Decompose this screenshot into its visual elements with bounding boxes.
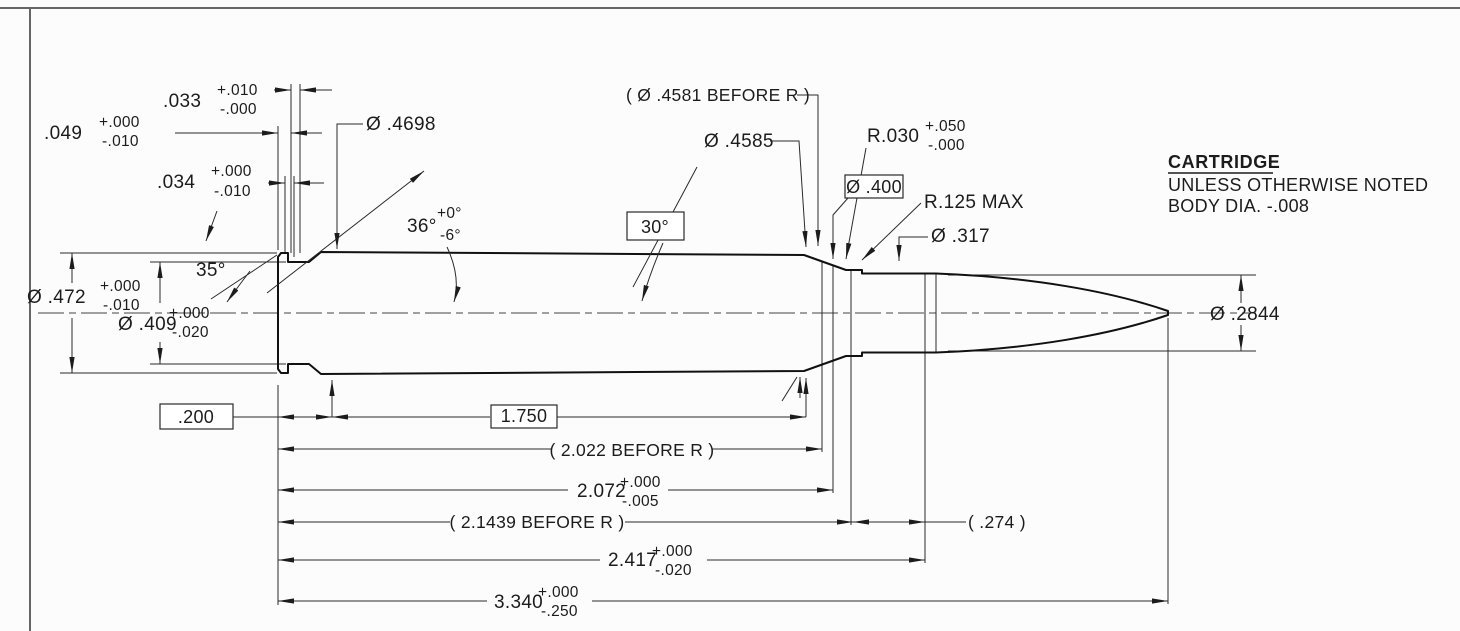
dim-body-dia: Ø .4698 — [334, 114, 436, 249]
dim-groove-width-tol-plus: +.000 — [211, 163, 252, 180]
dim-neck-radius-value: R.030 — [867, 126, 919, 147]
dim-length-before-r2-value: ( 2.1439 BEFORE R ) — [450, 512, 625, 532]
dim-rim-dia: Ø .472 +.000 -.010 — [27, 253, 141, 373]
dim-head-length: .200 — [159, 380, 335, 430]
sheet-border — [0, 7, 1460, 631]
dim-rim-thickness: .033 +.010 -.000 — [163, 82, 332, 118]
dim-rim-thickness-value: .033 — [163, 91, 201, 112]
cartridge-outline — [277, 251, 1169, 375]
dim-length-to-cylinder-value: 2.417 — [608, 550, 657, 571]
extension-lines — [60, 84, 1256, 605]
dim-head-to-groove-tol-minus: -.010 — [102, 133, 139, 150]
dim-mouth-radius-value: R.125 MAX — [924, 192, 1024, 213]
dim-extractor-angle-value: 35° — [196, 260, 226, 281]
dim-length-to-cylinder-tol-minus: -.020 — [655, 562, 692, 579]
dim-neck-length-ref-value: ( .274 ) — [968, 512, 1026, 532]
drawing-note-1: UNLESS OTHERWISE NOTED — [1168, 175, 1428, 195]
dim-body-length: 1.750 — [332, 377, 809, 429]
dim-overall-length-tol-plus: +.000 — [538, 584, 579, 601]
dim-bevel-angle: 36° +0° -6° — [407, 205, 462, 303]
dim-head-to-groove-tol-plus: +.000 — [99, 114, 140, 131]
dim-shoulder-dia: Ø .4585 — [704, 131, 808, 248]
dim-length-before-r: ( 2.022 BEFORE R ) — [278, 440, 822, 460]
dim-case-length: 2.072 +.000 -.005 — [278, 474, 833, 510]
dim-head-to-groove: .049 +.000 -.010 — [44, 114, 322, 150]
dim-bullet-dia: Ø .2844 — [1210, 275, 1280, 351]
dim-overall-length-tol-minus: -.250 — [541, 603, 578, 620]
dim-head-to-groove-value: .049 — [44, 123, 82, 144]
dim-rim-thickness-tol-plus: +.010 — [217, 82, 258, 99]
dim-bullet-dia-value: Ø .2844 — [1210, 304, 1280, 325]
dim-groove-dia-tol-plus: +.000 — [169, 305, 210, 322]
dim-groove-dia-tol-minus: -.020 — [172, 324, 209, 341]
dim-length-to-cylinder-tol-plus: +.000 — [652, 543, 693, 560]
dim-datum-dia-value: Ø .400 — [846, 177, 902, 197]
dim-rim-dia-value: Ø .472 — [27, 287, 86, 308]
dim-shoulder-dia-before-r: ( Ø .4581 BEFORE R ) — [626, 85, 821, 246]
drawing-note-2: BODY DIA. -.008 — [1168, 196, 1309, 216]
dim-groove-width-value: .034 — [157, 172, 195, 193]
dim-shoulder-angle-value: 30° — [641, 217, 669, 237]
dim-rim-thickness-tol-minus: -.000 — [220, 101, 257, 118]
dim-neck-radius-tol-plus: +.050 — [925, 118, 966, 135]
dim-rim-dia-tol-minus: -.010 — [103, 297, 140, 314]
dim-length-to-cylinder: 2.417 +.000 -.020 — [278, 543, 925, 579]
dim-groove-width-tol-minus: -.010 — [214, 183, 251, 200]
dim-neck-dia-value: Ø .317 — [931, 226, 990, 247]
dim-extractor-angle: 35° — [196, 260, 251, 303]
dim-rim-dia-tol-plus: +.000 — [100, 278, 141, 295]
dim-case-length-tol-plus: +.000 — [620, 474, 661, 491]
dim-groove-dia-value: Ø .409 — [118, 314, 177, 335]
dim-bevel-angle-tol-minus: -6° — [440, 227, 461, 244]
dim-shoulder-dia-value: Ø .4585 — [704, 131, 774, 152]
dim-overall-length: 3.340 +.000 -.250 — [278, 584, 1168, 620]
angle-construction-lines — [210, 166, 798, 402]
dim-neck-radius: R.030 +.050 -.000 — [845, 118, 966, 260]
dim-case-length-value: 2.072 — [577, 481, 626, 502]
dim-case-length-tol-minus: -.005 — [622, 493, 659, 510]
dim-overall-length-value: 3.340 — [494, 592, 543, 613]
title-block: CARTRIDGE UNLESS OTHERWISE NOTED BODY DI… — [1168, 152, 1428, 216]
dim-neck-radius-tol-minus: -.000 — [928, 137, 965, 154]
drawing-title: CARTRIDGE — [1168, 152, 1280, 172]
dim-head-length-value: .200 — [178, 407, 214, 427]
dim-shoulder-dia-before-r-value: ( Ø .4581 BEFORE R ) — [626, 85, 810, 105]
dim-neck-dia: Ø .317 — [896, 226, 990, 261]
dim-length-before-r2: ( 2.1439 BEFORE R ) — [278, 512, 853, 532]
dim-neck-length-ref: ( .274 ) — [853, 512, 1026, 532]
dim-body-length-value: 1.750 — [501, 406, 548, 426]
dim-groove-dia: Ø .409 +.000 -.020 — [118, 262, 210, 364]
dim-bevel-angle-tol-plus: +0° — [437, 205, 462, 222]
dim-bevel-angle-value: 36° — [407, 216, 437, 237]
dim-length-before-r-value: ( 2.022 BEFORE R ) — [550, 440, 715, 460]
dim-shoulder-angle: 30° — [626, 211, 685, 302]
case-profile — [277, 251, 1169, 375]
dim-body-dia-value: Ø .4698 — [366, 114, 436, 135]
dim-groove-width: .034 +.000 -.010 — [157, 163, 324, 242]
dim-datum-dia: Ø .400 — [830, 174, 904, 259]
dim-mouth-radius: R.125 MAX — [861, 192, 1024, 261]
